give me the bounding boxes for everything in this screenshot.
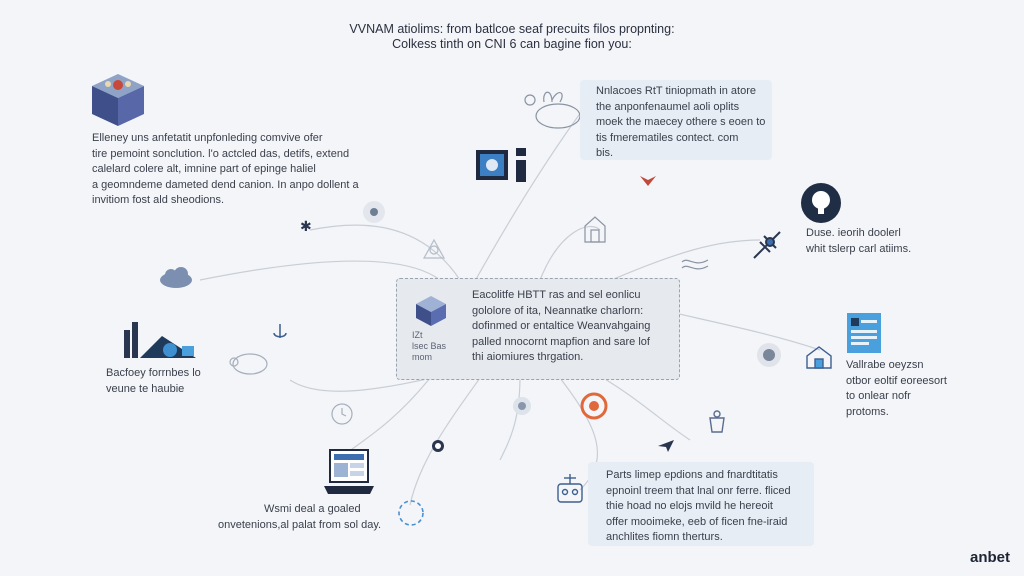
right-lower-text: Vallrabe oeyzsn otbor eoltif eoreesort t… [846, 358, 947, 420]
text-line: Vallrabe oeyzsn [846, 359, 924, 371]
lock-icon [800, 182, 842, 229]
text-line: onvetenions,al palat from sol day. [218, 518, 382, 531]
brand-logo: anbet [969, 549, 1010, 566]
text-line: thi aiomiures thrgation. [472, 351, 584, 363]
text-line: anchlites fiomn therturs. [606, 531, 723, 543]
text-line: invitiom fost ald sheodions. [92, 194, 225, 206]
right-top-panel [580, 80, 772, 160]
text-line: lsec Bas [412, 341, 447, 351]
text-line: whit tslerp carl atiims. [806, 242, 912, 255]
pin-icon [430, 438, 446, 463]
center-left-text: IZt lsec Bas mom [412, 330, 446, 363]
text-line: Duse. ieorih doolerl [806, 227, 901, 239]
eye-icon [362, 200, 386, 229]
globe-icon [512, 396, 532, 421]
center-panel [396, 278, 680, 380]
gauge-icon [756, 342, 782, 373]
document-icon [846, 312, 882, 359]
stamp-icon [420, 236, 448, 267]
left-top-text: Elleney uns anfetatit unpfonleding comvi… [92, 131, 359, 209]
text-line: mom [412, 352, 432, 362]
bucket-icon [706, 410, 728, 439]
robot-icon [550, 470, 590, 515]
text-line: tire pemoint sonclution. l'o actcled das… [92, 147, 350, 160]
building-icon [582, 214, 608, 249]
text-line: calelard colere alt, imnine part of epin… [92, 163, 316, 175]
text-line: thie hoad no elojs mvild he hereoit [606, 500, 773, 512]
wave-icon [680, 254, 710, 281]
text-line: Nnlacoes RtT tiniopmath in atore [596, 85, 756, 97]
bug-icon: ✱ [300, 218, 312, 234]
text-line: Elleney uns anfetatit unpfonleding comvi… [92, 132, 323, 144]
text-line: Eacolitfe HBTT ras and sel eonlicu [472, 289, 641, 301]
text-line: Wsmi deal a goaled [264, 503, 361, 515]
title-line-2: Colkess tinth on CNI 6 can bagine fion y… [392, 37, 632, 51]
text-line: IZt [412, 330, 423, 340]
bottom-left-text: Wsmi deal a goaled onvetenions,al palat … [218, 502, 381, 533]
house-icon [804, 344, 834, 375]
text-line: tis fmerematiles contect. com [596, 131, 739, 144]
text-line: offer mooimeke, eeb of ficen fne-iraid [606, 515, 788, 528]
bottom-right-text: Parts limep epdions and fnardtitatis epn… [606, 468, 791, 546]
clock-icon [330, 402, 354, 431]
title-line-1: VVNAM atiolims: from batlcoe seaf precui… [349, 22, 675, 36]
bird-icon [638, 172, 658, 193]
monitor-icon [474, 146, 534, 189]
spinner-icon [396, 498, 426, 533]
text-line: to onlear nofr [846, 390, 911, 402]
text-line: Parts limep epdions and fnardtitatis [606, 469, 778, 481]
text-line: the anponfenaumel aoli oplits [596, 100, 740, 113]
text-line: Bacfoey forrnbes lo [106, 367, 201, 379]
factory-icon [122, 316, 198, 365]
text-line: palled nnocornt mapfion and sare lof [472, 335, 650, 348]
cube-small-icon [414, 294, 448, 333]
right-top-text: Nnlacoes RtT tiniopmath in atore the anp… [596, 84, 765, 162]
anchor-icon [272, 322, 288, 345]
laptop-icon [324, 448, 374, 501]
text-line: veune te haubie [106, 382, 185, 395]
cube-icon [88, 70, 148, 133]
text-line: a geomndeme dameted dend canion. In anpo… [92, 178, 359, 191]
satellite-icon [750, 228, 784, 267]
plane-icon [656, 438, 676, 459]
text-line: moek the maecey othere s eoen to [596, 116, 766, 128]
text-line: dofinmed or entaltice Weanvahgaing [472, 320, 651, 332]
left-mid-text: Bacfoey forrnbes lo veune te haubie [106, 366, 201, 397]
sheep-icon [228, 350, 270, 383]
rabbit-icon [522, 84, 586, 137]
bottom-right-panel [588, 462, 814, 546]
right-mid-text: Duse. ieorih doolerl whit tslerp carl at… [806, 226, 911, 257]
text-line: gololore of ita, Neannatke charlorn: [472, 304, 644, 317]
center-right-text: Eacolitfe HBTT ras and sel eonlicu golol… [472, 288, 650, 366]
gear-icon [580, 392, 608, 425]
text-line: epnoinl treem that lnal onr ferre. flice… [606, 484, 791, 497]
cloud-icon [158, 266, 194, 295]
text-line: bis. [596, 147, 614, 159]
text-line: protoms. [846, 405, 889, 418]
text-line: otbor eoltif eoreesort [846, 374, 947, 387]
